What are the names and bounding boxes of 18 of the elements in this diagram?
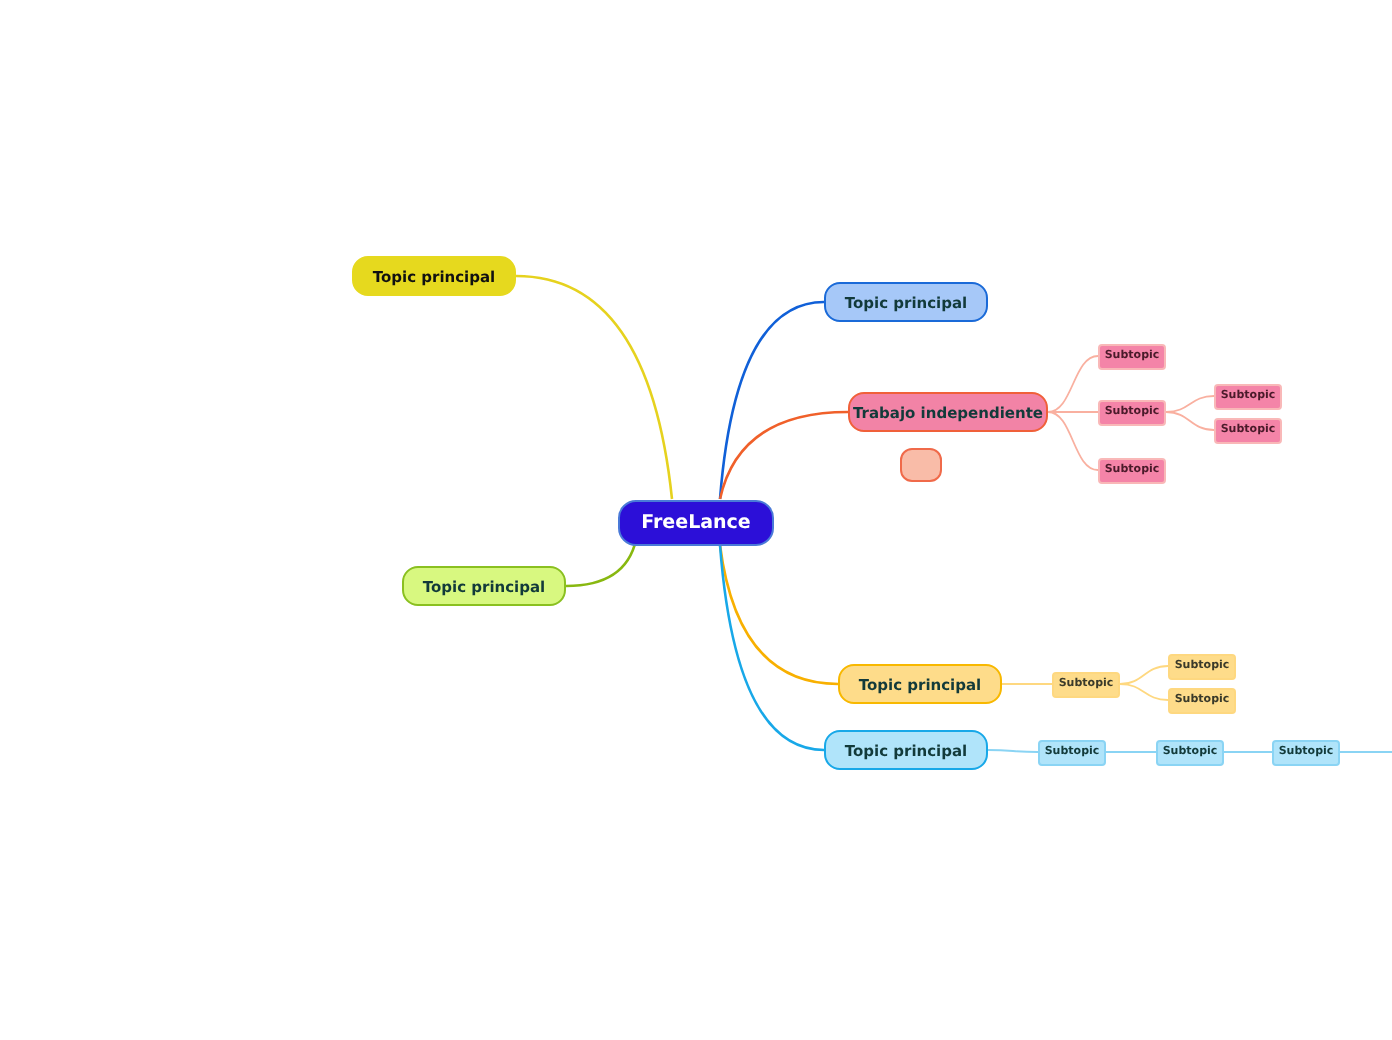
connector-line <box>718 544 839 686</box>
connector-line <box>1119 683 1169 701</box>
connector-line <box>1001 683 1053 685</box>
empty-topic-box <box>899 447 941 481</box>
connector-line <box>987 749 1039 753</box>
connector-line <box>718 544 825 752</box>
connector-line <box>515 274 674 500</box>
connector-line <box>718 300 825 500</box>
central-topic: FreeLance <box>618 499 774 545</box>
connector-line <box>1165 411 1215 431</box>
connector-line <box>1047 355 1099 413</box>
connector-line <box>718 410 849 500</box>
connector-line <box>1047 411 1099 413</box>
connector-line <box>1047 411 1099 471</box>
connector-line <box>1119 665 1169 685</box>
connector-line <box>1223 751 1273 753</box>
connector-line <box>1339 751 1392 753</box>
connector-line <box>1105 751 1157 753</box>
